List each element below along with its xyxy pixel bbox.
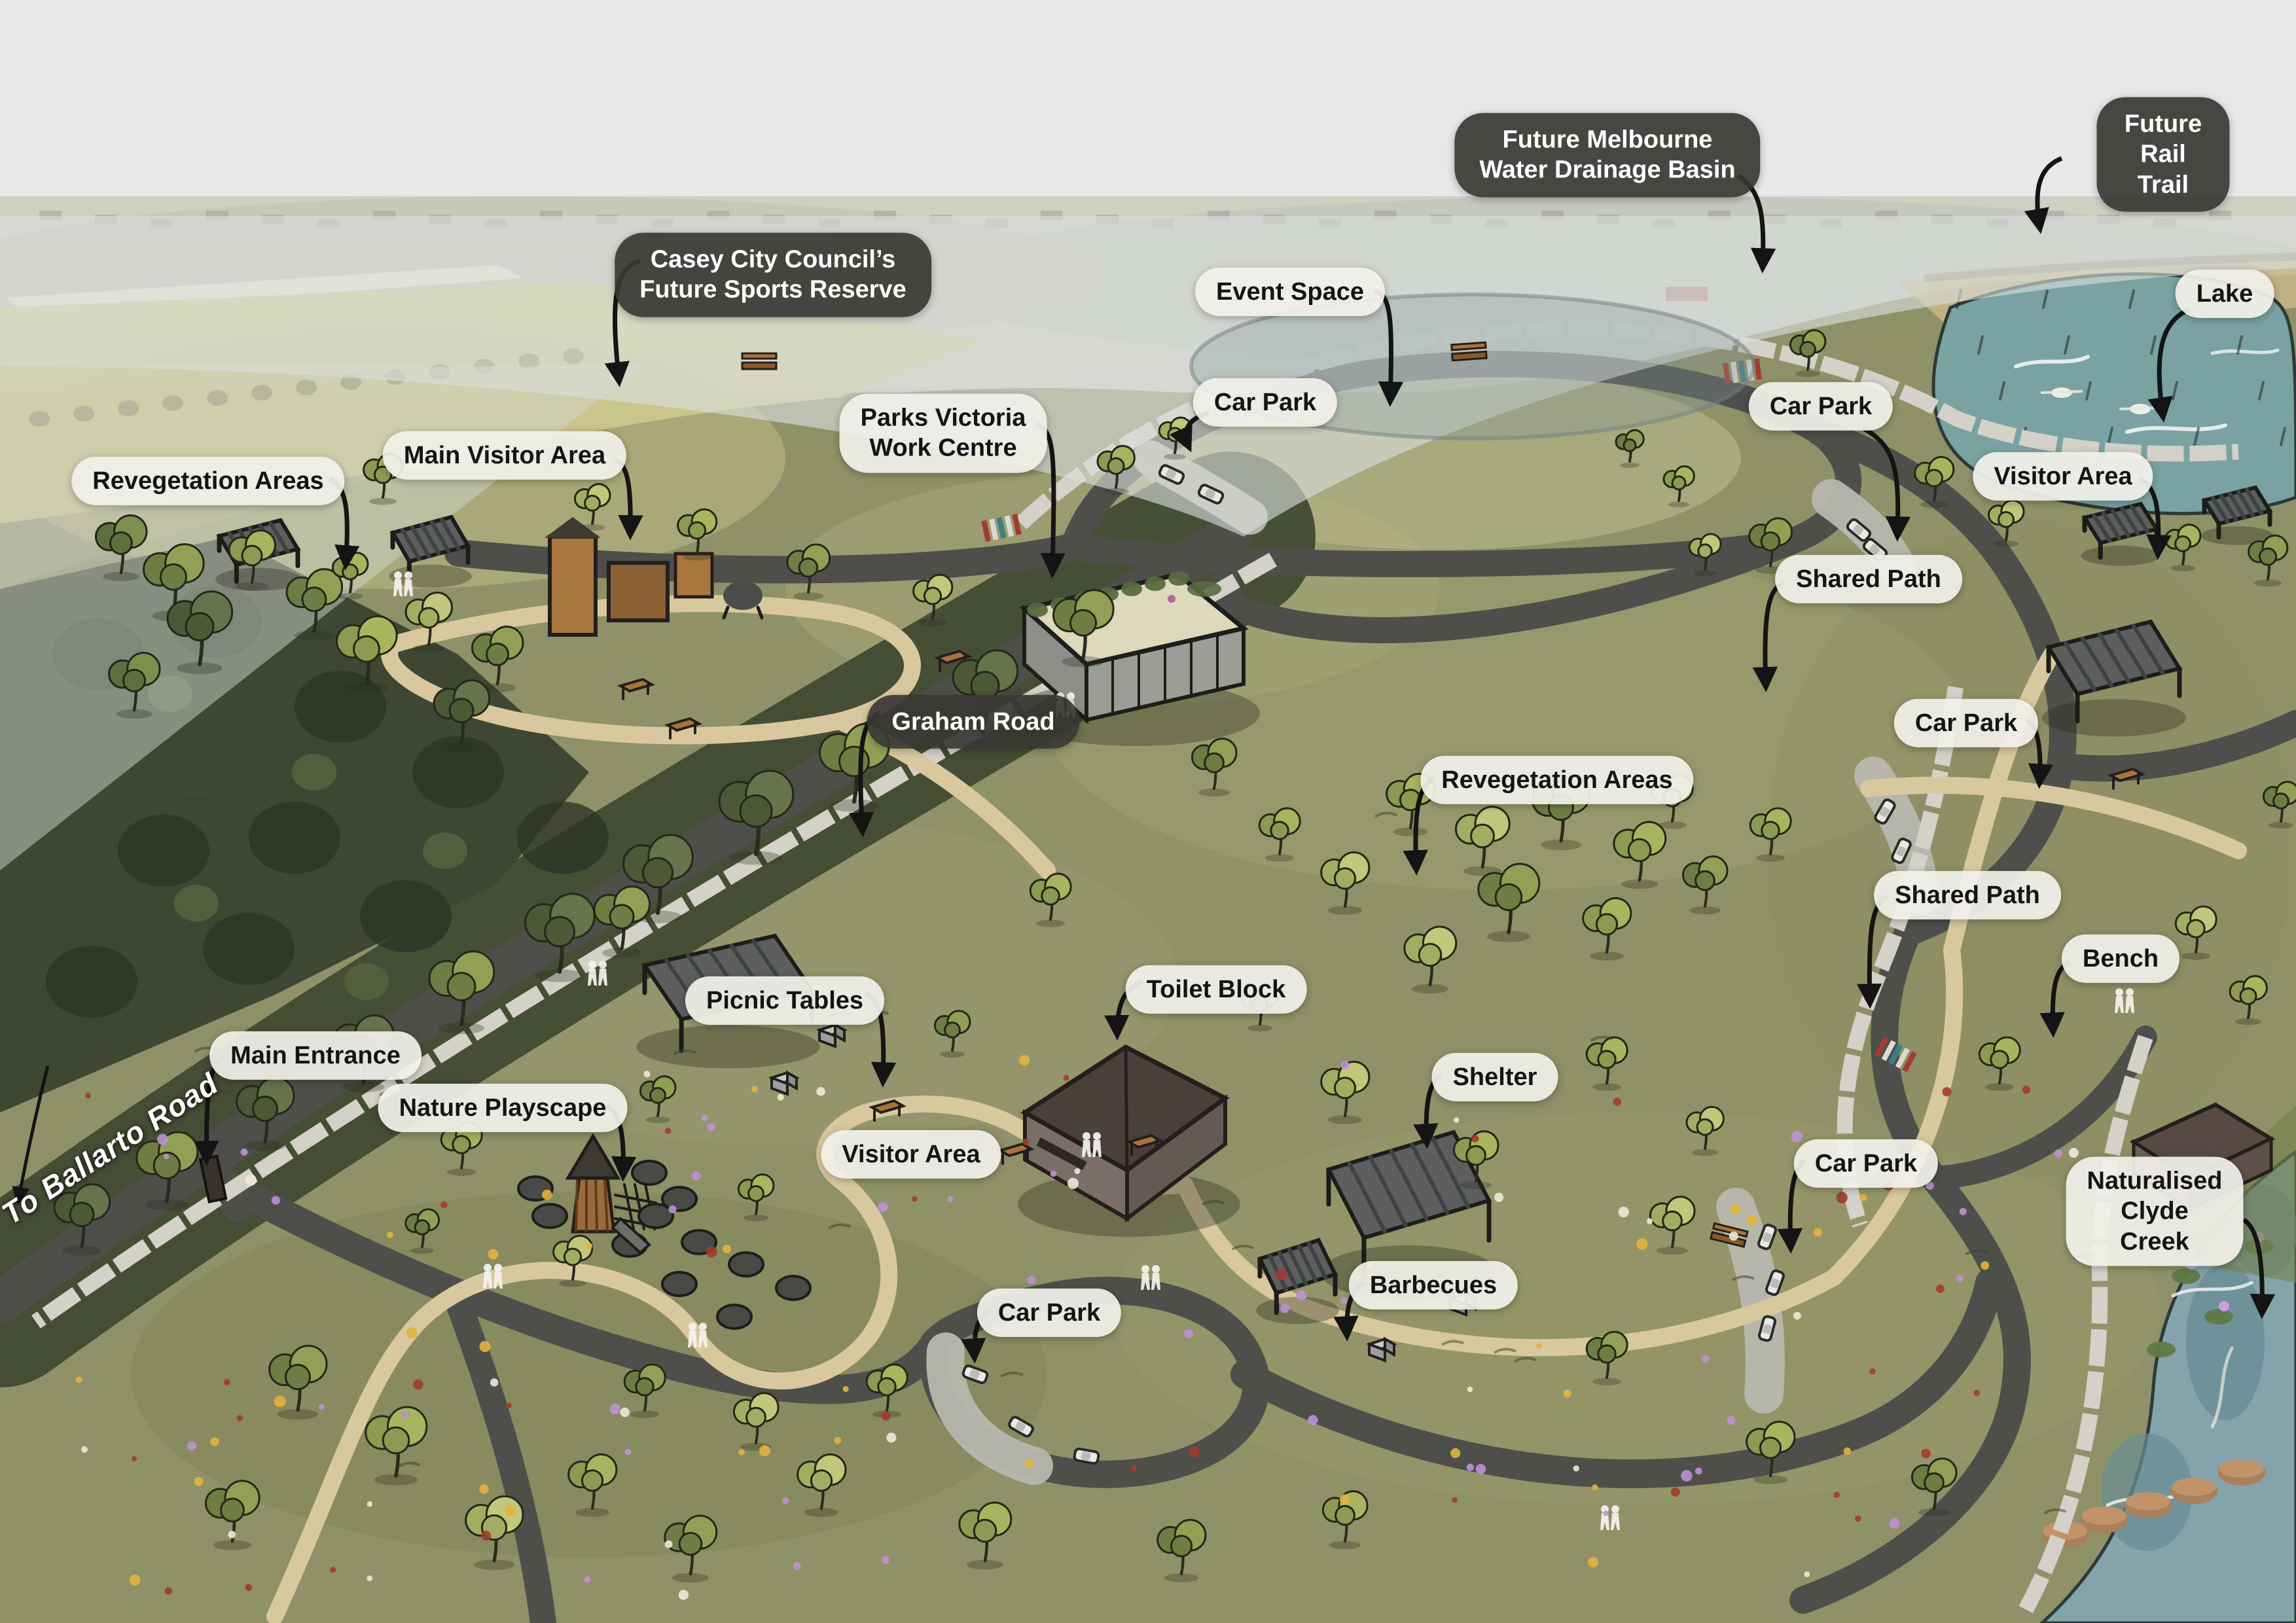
path-crossings (981, 358, 1917, 1073)
label-casey-sports-reserve: Casey City Council’s Future Sports Reser… (615, 232, 931, 317)
label-graham-road: Graham Road (867, 694, 1080, 749)
label-picnic-tables: Picnic Tables (685, 976, 885, 1026)
label-visitor-area-east: Visitor Area (1973, 452, 2153, 501)
park-furniture (198, 341, 2146, 1363)
label-car-park-east: Car Park (1893, 698, 2039, 748)
label-bench: Bench (2061, 934, 2180, 984)
label-toilet-block: Toilet Block (1125, 965, 1307, 1014)
label-revegetation-areas-central: Revegetation Areas (1420, 755, 1694, 805)
label-future-rail-trail: Future Rail Trail (2096, 97, 2230, 212)
label-visitor-area-central: Visitor Area (821, 1130, 1001, 1179)
label-shared-path-east: Shared Path (1874, 870, 2061, 920)
label-car-park-creek: Car Park (1793, 1139, 1939, 1188)
toilet-block-building (1018, 1044, 1240, 1237)
label-main-visitor-area: Main Visitor Area (382, 431, 627, 480)
label-main-entrance: Main Entrance (209, 1031, 422, 1080)
label-shared-path-north: Shared Path (1775, 554, 1962, 604)
label-barbecues: Barbecues (1348, 1260, 1518, 1310)
label-car-park-south: Car Park (977, 1288, 1122, 1338)
wildflowers (75, 796, 2096, 1600)
main-visitor-buildings (545, 517, 764, 637)
label-nature-playscape: Nature Playscape (378, 1083, 628, 1133)
label-car-park-event: Car Park (1193, 378, 1338, 427)
label-event-space: Event Space (1195, 267, 1385, 317)
label-future-melbourne-water-drainage-basin: Future Melbourne Water Drainage Basin (1454, 113, 1761, 198)
label-naturalised-clyde-creek: Naturalised Clyde Creek (2066, 1156, 2244, 1266)
label-car-park-lake: Car Park (1748, 382, 1893, 431)
label-revegetation-areas-west: Revegetation Areas (71, 456, 345, 506)
label-shelter: Shelter (1431, 1052, 1558, 1102)
label-parks-victoria-work-centre: Parks Victoria Work Centre (839, 393, 1047, 473)
label-lake: Lake (2175, 269, 2274, 319)
trees (53, 329, 2296, 1583)
